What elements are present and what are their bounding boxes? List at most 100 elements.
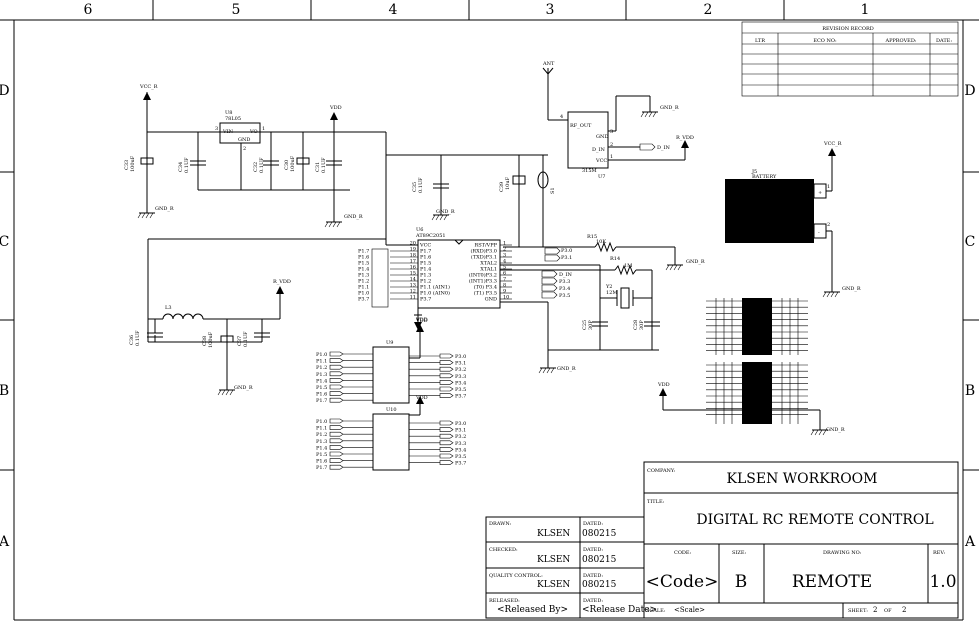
- sheet-value: 2: [873, 606, 877, 614]
- u8-pin-out: 1: [262, 126, 265, 132]
- net-label-vcc-r: VCC_R: [139, 84, 158, 90]
- u9-right-pin-label: P3.4: [455, 380, 466, 386]
- code-value: <Code>: [646, 572, 719, 592]
- rev-value: 1.0: [929, 572, 956, 592]
- u9-input-port: [329, 397, 344, 403]
- of-label: OF: [884, 608, 892, 614]
- u10-left-pin-label: P1.0: [316, 419, 327, 425]
- u6-pin-number: 13: [410, 283, 416, 289]
- column-label: 6: [84, 2, 93, 18]
- u9-right-pin-label: P3.1: [455, 361, 466, 367]
- row-label: D: [0, 83, 10, 99]
- u6-right-pin-group: 1RST/VPP2(RXD)P3.03(TXD)P3.14XTAL25XTAL1…: [469, 241, 573, 303]
- net-label-r-vdd: R_VDD: [273, 279, 291, 285]
- u9-left-pin-label: P1.1: [316, 359, 327, 365]
- u10-right-pin-label: P3.2: [455, 434, 466, 440]
- u10-output-port: [439, 420, 454, 426]
- keypad-block: [742, 298, 772, 355]
- drawn-date-value: 080215: [582, 529, 617, 539]
- u10-input-port: [329, 445, 344, 450]
- revision-header: APPROVED:: [884, 38, 916, 44]
- u10-right-pin-label: P3.1: [455, 428, 466, 434]
- u6-pin-name: (INT1)P3.3: [469, 278, 497, 285]
- u10-input-port: [329, 425, 344, 430]
- revision-header: DATE:: [936, 38, 952, 44]
- net-label-gnd-r: GND_R: [234, 385, 253, 391]
- u9-output-port: [439, 360, 454, 365]
- u10-left-pin-label: P1.4: [316, 445, 327, 451]
- u10-input-port: [329, 418, 344, 424]
- r14-ref: R14: [610, 256, 620, 262]
- u9-output-port: [439, 386, 454, 392]
- drawing-no-value: REMOTE: [792, 572, 872, 592]
- u10-output-port: [439, 427, 454, 432]
- net-label-gnd-r: GND_R: [826, 427, 845, 433]
- u6-pin-number: 2: [503, 247, 506, 253]
- code-label: CODE:: [674, 550, 692, 556]
- checked-value: KLSEN: [537, 555, 570, 565]
- u10-left-pin-label: P1.3: [316, 439, 327, 445]
- u7-d-in: D_IN: [592, 147, 605, 153]
- u6-pin-name: P1.1 (AIN1): [420, 284, 450, 291]
- net-label-r-vdd: R_VDD: [676, 135, 694, 141]
- u9-right-pin-label: P3.2: [455, 367, 466, 373]
- j5-ref: J5: [751, 169, 757, 175]
- u6-pin-name: P1.4: [420, 267, 431, 273]
- u9-left-pin-label: P1.0: [316, 352, 327, 358]
- column-label: 5: [232, 2, 241, 18]
- net-label-gnd-r: GND_R: [344, 214, 363, 220]
- c39-value: 10uF: [505, 176, 511, 190]
- net-label-d-in: D_IN: [657, 145, 670, 151]
- row-label: A: [964, 534, 976, 550]
- net-label-p3-0: P3.0: [561, 248, 572, 254]
- j5-pin1: 1: [827, 184, 830, 190]
- u8-pin-in: 3: [215, 126, 218, 132]
- u10-left-pin-label: P1.5: [316, 452, 327, 458]
- u6-pin-name: P1.2: [420, 279, 431, 285]
- u10-output-port: [439, 447, 454, 452]
- u7-ref: U7: [598, 174, 605, 180]
- c32-ref: C32: [253, 162, 259, 172]
- revision-header: LTR: [755, 38, 765, 44]
- j5-pin2: 2: [827, 222, 830, 228]
- revision-record-table: [741, 21, 959, 97]
- u6-pin-number: 8: [503, 283, 506, 289]
- u6-net-label: P3.5: [559, 293, 570, 299]
- qc-label: QUALITY CONTROL:: [489, 573, 543, 579]
- u6-pin-name: XTAL1: [480, 267, 497, 273]
- c39-ref: C39: [499, 182, 505, 192]
- released-value: <Released By>: [497, 605, 568, 615]
- row-label: C: [0, 234, 9, 250]
- u8-pin-gnd: 2: [243, 146, 246, 152]
- qc-date-value: 080215: [582, 580, 617, 590]
- u10-ref: U10: [386, 407, 397, 413]
- u6-net-label: P1.6: [358, 255, 369, 261]
- c37-value: 0.1UF: [243, 331, 249, 347]
- u6-pin-name: P3.7: [420, 297, 431, 303]
- u6-net-label: P3.3: [559, 279, 570, 285]
- u6-pin-name: (RXD)P3.0: [470, 248, 497, 255]
- u6-pin-number: 14: [410, 277, 416, 283]
- u9-left-pin-label: P1.6: [316, 392, 327, 398]
- u6-pin-number: 15: [410, 271, 416, 277]
- row-label: C: [965, 234, 976, 250]
- qc-date-label: DATED:: [583, 573, 603, 579]
- c25-value: 30P: [588, 320, 594, 330]
- c32-value: 0.1UF: [259, 157, 265, 173]
- u6-pin-number: 12: [410, 289, 416, 295]
- c34-value: 0.1UF: [184, 157, 190, 173]
- net-label-gnd-r: GND_R: [686, 259, 705, 265]
- s1-ref: S1: [550, 187, 556, 194]
- u6-pin-number: 1: [503, 241, 506, 247]
- u10-input-port: [329, 438, 344, 444]
- c31-value: 0.1UF: [321, 157, 327, 173]
- c33-ref: C33: [124, 160, 130, 170]
- y2-ref: Y2: [605, 284, 612, 290]
- u9-ref: U9: [386, 340, 393, 346]
- u6-net-label: P3.4: [559, 286, 570, 292]
- u10-output-port: [439, 433, 454, 439]
- u6-net-label: P1.3: [358, 273, 369, 279]
- keypad-block: [742, 362, 772, 424]
- u9-output-port: [439, 353, 454, 359]
